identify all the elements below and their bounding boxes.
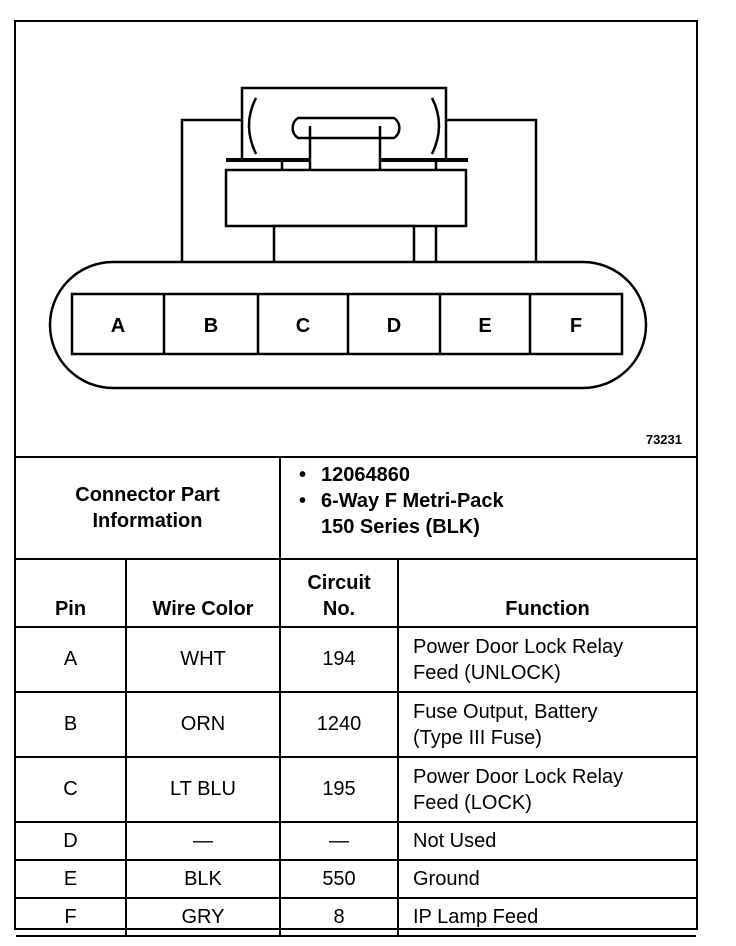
- function-line2: (Type III Fuse): [413, 726, 542, 749]
- part-description-line1: 6-Way F Metri-Pack: [321, 490, 504, 512]
- connector-info-values: • 12064860 • 6-Way F Metri-Pack 150 Series…: [279, 456, 696, 560]
- part-description-line2: 150 Series (BLK): [321, 516, 480, 538]
- circuit-cell: —: [279, 821, 399, 861]
- function-cell: IP Lamp Feed: [397, 897, 696, 937]
- circuit-header-line1: Circuit: [307, 572, 371, 594]
- pin-label-f: F: [570, 315, 582, 337]
- circuit-cell: 8: [279, 897, 399, 937]
- pin-label-b: B: [204, 315, 218, 337]
- circuit-cell: 195: [279, 756, 399, 823]
- pin-label-d: D: [387, 315, 401, 337]
- circuit-cell: 194: [279, 626, 399, 693]
- table-row: F GRY 8 IP Lamp Feed: [16, 897, 696, 937]
- circuit-cell: 1240: [279, 691, 399, 758]
- connector-info-label-line1: Connector Part: [75, 484, 220, 506]
- connector-info-label: Connector Part Information: [16, 456, 281, 560]
- pinout-table: Connector Part Information • 12064860 • 6-…: [16, 456, 696, 937]
- circuit-header-line2: No.: [322, 598, 356, 620]
- wire-color-cell: BLK: [125, 859, 281, 899]
- bullet-icon: •: [299, 464, 307, 486]
- circuit-cell: 550: [279, 859, 399, 899]
- wire-color-header: Wire Color: [125, 558, 281, 628]
- function-line2: Feed (UNLOCK): [413, 661, 561, 684]
- function-line2: Feed (LOCK): [413, 791, 532, 814]
- connector-sheet: A B C D E F 73231 Connector Part Informa…: [14, 20, 698, 937]
- wire-color-cell: LT BLU: [125, 756, 281, 823]
- connector-info-label-line2: Information: [92, 510, 203, 532]
- function-line1: Power Door Lock Relay: [413, 765, 624, 788]
- wire-color-cell: GRY: [125, 897, 281, 937]
- function-line1: Fuse Output, Battery: [413, 700, 598, 723]
- connector-neck: [272, 224, 416, 268]
- pin-cell: E: [16, 859, 127, 899]
- function-cell: Power Door Lock Relay Feed (UNLOCK): [397, 626, 696, 693]
- table-row: B ORN 1240 Fuse Output, Battery (Type II…: [16, 691, 696, 758]
- connector-body: [224, 168, 468, 228]
- circuit-header: Circuit No.: [279, 558, 399, 628]
- pin-cell: C: [16, 756, 127, 823]
- wire-color-cell: —: [125, 821, 281, 861]
- pin-label-e: E: [478, 315, 491, 337]
- connector-info-row: Connector Part Information • 12064860 • 6-…: [16, 456, 696, 560]
- table-row: A WHT 194 Power Door Lock Relay Feed (UN…: [16, 626, 696, 693]
- pin-cell: A: [16, 626, 127, 693]
- pin-label-c: C: [296, 315, 310, 337]
- pin-cell: D: [16, 821, 127, 861]
- wire-color-cell: ORN: [125, 691, 281, 758]
- pin-header: Pin: [16, 558, 127, 628]
- pin-label-a: A: [111, 315, 125, 337]
- part-number: 12064860: [321, 464, 410, 486]
- lock-slot: [291, 116, 401, 140]
- pin-cell: B: [16, 691, 127, 758]
- bullet-icon: •: [299, 490, 307, 512]
- function-line1: Power Door Lock Relay: [413, 635, 624, 658]
- connector-diagram: A B C D E F: [48, 86, 648, 390]
- function-cell: Ground: [397, 859, 696, 899]
- function-cell: Power Door Lock Relay Feed (LOCK): [397, 756, 696, 823]
- header-row: Pin Wire Color Circuit No. Function: [16, 558, 696, 628]
- wire-color-cell: WHT: [125, 626, 281, 693]
- table-row: C LT BLU 195 Power Door Lock Relay Feed …: [16, 756, 696, 823]
- function-cell: Not Used: [397, 821, 696, 861]
- function-cell: Fuse Output, Battery (Type III Fuse): [397, 691, 696, 758]
- function-header: Function: [397, 558, 696, 628]
- drawing-number: 73231: [645, 432, 682, 447]
- table-row: E BLK 550 Ground: [16, 859, 696, 899]
- pin-cell: F: [16, 897, 127, 937]
- table-row: D — — Not Used: [16, 821, 696, 861]
